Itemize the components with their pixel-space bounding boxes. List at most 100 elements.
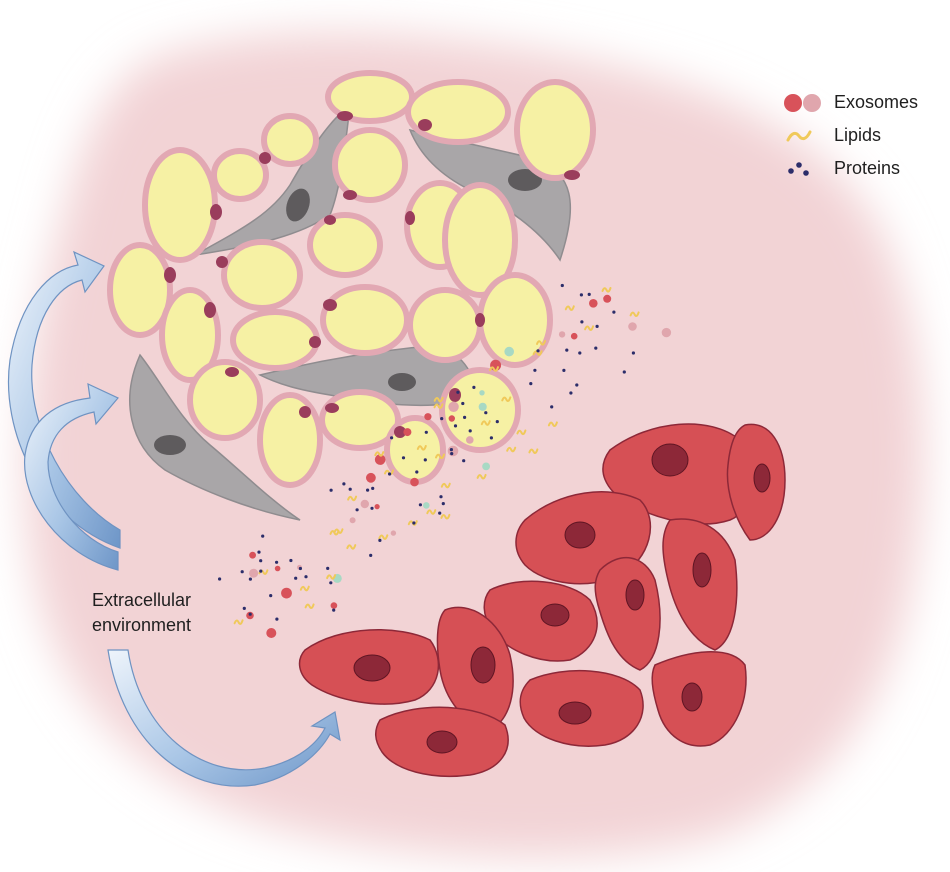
- adipocyte: [384, 415, 446, 485]
- exosome-particle: [374, 504, 380, 510]
- protein-particle: [441, 502, 445, 506]
- tumor-nucleus: [540, 603, 570, 627]
- arrow-to-adipose-lower: [24, 382, 119, 571]
- protein-particle: [248, 577, 252, 581]
- protein-particle: [390, 436, 394, 440]
- legend-label-exosomes: Exosomes: [834, 92, 919, 112]
- protein-particle: [550, 405, 554, 409]
- adipocyte-nucleus: [309, 336, 321, 348]
- protein-particle: [332, 608, 336, 612]
- protein-particle: [348, 487, 352, 491]
- protein-particle: [440, 417, 444, 421]
- lipid-particle: [378, 534, 389, 540]
- protein-particle: [415, 470, 419, 474]
- tumor-nucleus: [426, 730, 458, 754]
- tumor-nucleus: [353, 654, 391, 682]
- stromal-nuclei: [154, 169, 542, 455]
- adipocyte-nucleus: [337, 111, 353, 121]
- lipid-particle: [629, 311, 640, 317]
- adipocyte-nuclei: [164, 111, 580, 438]
- protein-particle: [248, 612, 252, 616]
- exosome-particle: [423, 502, 430, 509]
- lipid-particle: [326, 574, 337, 580]
- protein-particle: [298, 566, 302, 571]
- lipid-particle: [501, 396, 512, 402]
- lipid-particle: [426, 509, 437, 515]
- protein-particle: [468, 429, 472, 433]
- adipocyte-nucleus: [204, 302, 216, 318]
- lipid-particle: [433, 396, 444, 403]
- adipocyte-nucleus: [323, 299, 337, 311]
- tumor-nucleus: [625, 579, 645, 611]
- adipocyte-nucleus: [225, 367, 239, 377]
- adipocyte-nucleus: [210, 204, 222, 220]
- adipocyte: [107, 242, 173, 338]
- adipocyte-nucleus: [216, 256, 228, 268]
- exosome-particle: [403, 428, 412, 437]
- exosome-particle: [360, 499, 369, 509]
- protein-particle: [378, 538, 382, 543]
- protein-particle: [371, 486, 375, 490]
- exosome-particle: [448, 415, 455, 422]
- stromal-nucleus: [388, 373, 416, 391]
- exosome-particle: [558, 331, 566, 338]
- arrow-to-tumor: [107, 649, 341, 787]
- exosome-particle: [482, 462, 490, 471]
- legend-label-proteins: Proteins: [834, 158, 901, 178]
- adipocyte: [319, 389, 401, 451]
- protein-particles: [218, 283, 636, 621]
- stromal-nucleus: [286, 188, 310, 222]
- lipid-particle: [480, 420, 491, 426]
- adipocyte: [307, 212, 383, 278]
- exosome-particle: [661, 327, 672, 338]
- stromal-nucleus: [154, 435, 186, 455]
- adipose-tissue: [107, 70, 596, 521]
- lipid-particle: [333, 528, 344, 534]
- protein-particle: [329, 581, 333, 585]
- protein-particle: [304, 575, 308, 579]
- exosome-particle: [448, 401, 459, 412]
- protein-particle: [326, 566, 330, 571]
- protein-particle: [369, 553, 373, 558]
- exosome-particle: [349, 517, 356, 524]
- exosome-particle: [603, 294, 612, 303]
- adipocyte: [514, 79, 596, 181]
- adipocyte-nucleus: [259, 152, 271, 164]
- protein-particle: [536, 349, 540, 353]
- lipid-particle: [347, 495, 358, 502]
- protein-particle: [562, 368, 566, 372]
- exosome-pair-icon: [784, 94, 821, 112]
- exosome-particle: [249, 551, 256, 559]
- exosome-particle: [479, 390, 485, 396]
- protein-particle: [412, 521, 416, 525]
- adipocyte: [405, 79, 511, 145]
- adipocyte: [332, 127, 408, 203]
- exosome-particle: [447, 445, 459, 457]
- env-label-line2: environment: [92, 615, 192, 635]
- protein-particle: [439, 495, 443, 499]
- protein-particle: [261, 534, 265, 538]
- exosome-particle: [478, 402, 487, 411]
- stromal-nucleus: [508, 169, 542, 191]
- exosome-particle: [589, 299, 598, 308]
- protein-particle: [259, 569, 263, 573]
- protein-dots-icon: [788, 162, 809, 176]
- adipocyte: [442, 182, 518, 298]
- protein-particle: [355, 508, 359, 512]
- adipocyte: [407, 287, 483, 363]
- exosome-particle: [628, 322, 637, 331]
- tumor-nucleus: [558, 701, 592, 725]
- protein-particle: [294, 576, 298, 580]
- exosome-particle: [374, 454, 386, 465]
- adipocyte: [159, 287, 221, 383]
- lipid-particle: [601, 287, 612, 293]
- protein-particle: [240, 570, 244, 574]
- exosome-particle: [330, 602, 338, 609]
- protein-particle: [257, 550, 261, 554]
- adipocyte: [230, 309, 320, 371]
- protein-particle: [289, 558, 293, 563]
- lipid-particle: [532, 350, 543, 356]
- protein-particle: [484, 411, 488, 415]
- protein-particle: [575, 383, 579, 387]
- tumor-nuclei: [353, 443, 771, 754]
